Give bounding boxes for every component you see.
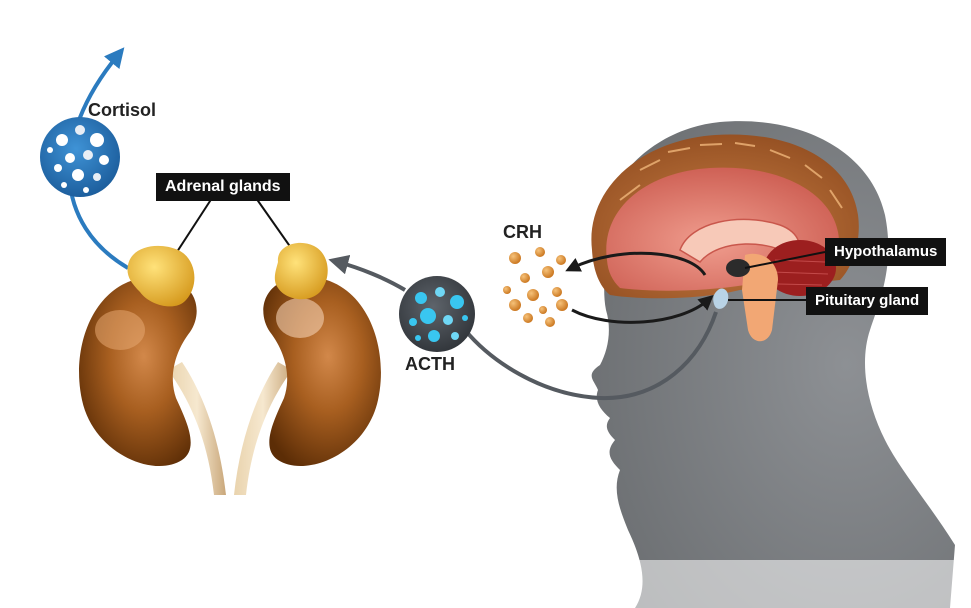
right-ureter xyxy=(234,362,292,495)
cortisol-label: Cortisol xyxy=(88,100,157,120)
pituitary-gland-label: Pituitary gland xyxy=(806,287,929,315)
crh-label: CRH xyxy=(503,222,542,242)
crh-return-arrow xyxy=(565,251,707,276)
hypothalamus-label: Hypothalamus xyxy=(825,238,947,266)
right-kidney xyxy=(263,276,381,467)
crh-to-pituitary-arrow xyxy=(571,295,714,324)
acth-label: ACTH xyxy=(405,354,455,374)
right-adrenal-gland xyxy=(274,242,328,300)
acth-to-adrenal-arrow xyxy=(328,254,407,292)
crh-molecule-cluster-icon xyxy=(503,247,568,327)
hypothalamus-region xyxy=(726,259,750,277)
left-kidney xyxy=(79,276,197,467)
left-adrenal-gland xyxy=(127,245,195,307)
acth-path-arrow xyxy=(463,311,718,401)
cortisol-molecule-icon xyxy=(40,117,120,197)
brainstem xyxy=(742,253,778,342)
adrenal-glands-label: Adrenal glands xyxy=(156,173,290,201)
pituitary-region xyxy=(713,288,729,309)
left-ureter xyxy=(168,362,226,495)
acth-molecule-icon xyxy=(399,276,475,352)
